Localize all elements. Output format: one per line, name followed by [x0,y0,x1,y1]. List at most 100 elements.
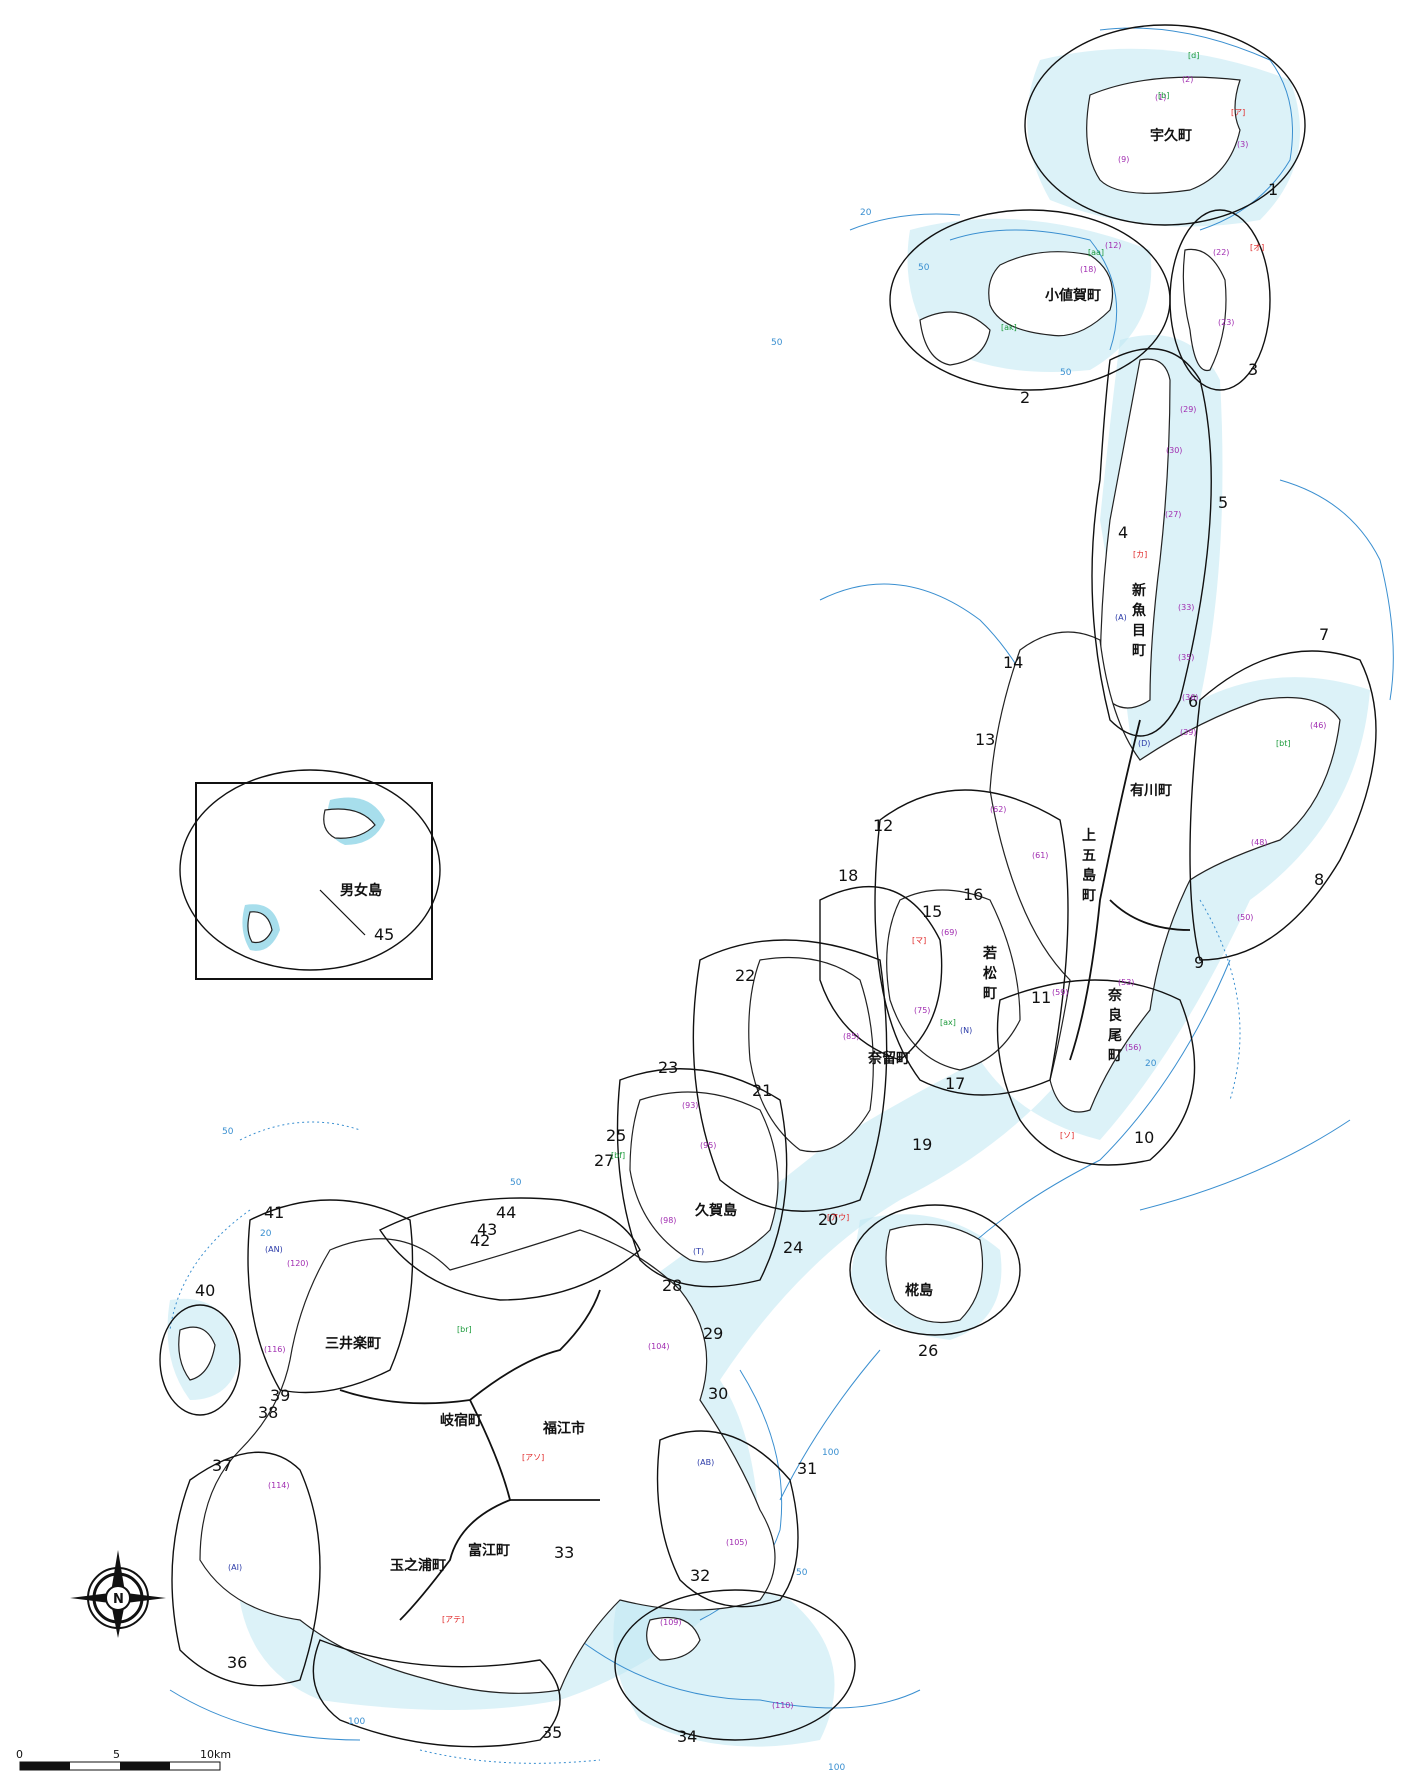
town-wakamatsu-2: 町 [983,986,997,1002]
svg-text:50: 50 [510,1178,522,1188]
svg-text:(75): (75) [914,1006,930,1015]
svg-text:(30): (30) [1166,446,1182,455]
svg-text:(59): (59) [1052,988,1068,997]
svg-text:[br]: [br] [457,1325,472,1334]
svg-text:[ソ]: [ソ] [1060,1131,1074,1140]
svg-text:100: 100 [348,1717,365,1727]
town-kamigoto-2: 島 [1082,867,1096,884]
svg-text:(35): (35) [1178,653,1194,662]
svg-text:(33): (33) [1178,603,1194,612]
land-masses [178,76,1341,1694]
svg-text:(23): (23) [1218,318,1234,327]
svg-text:50: 50 [796,1568,808,1578]
town-tamanoura: 玉之浦町 [390,1557,446,1574]
svg-text:100: 100 [822,1448,839,1458]
ojika-west [919,311,991,366]
svg-text:(110): (110) [772,1701,794,1710]
svg-text:(61): (61) [1032,851,1048,860]
zone-num: 19 [912,1135,932,1154]
zone-num: 32 [690,1566,710,1585]
town-danjo: 男女島 [340,882,382,899]
svg-text:N: N [113,1592,124,1607]
svg-text:(53): (53) [1118,978,1134,987]
zone-num: 5 [1218,493,1228,512]
shima-island [885,1223,984,1324]
town-shinkamigoto-2: 目 [1132,623,1146,639]
svg-text:(T): (T) [693,1247,704,1256]
svg-text:(2): (2) [1182,75,1193,84]
svg-text:(93): (93) [682,1101,698,1110]
svg-text:[アウ]: [アウ] [827,1213,849,1222]
zone-num: 18 [838,866,858,885]
svg-text:20: 20 [260,1229,272,1239]
town-shinkamigoto-1: 魚 [1132,602,1146,619]
zone-num: 13 [975,730,995,749]
svg-text:[aa]: [aa] [1088,248,1104,257]
svg-text:(98): (98) [660,1216,676,1225]
nakadori-main [989,631,1341,1113]
zone-num: 26 [918,1341,938,1360]
svg-text:10km: 10km [200,1748,231,1761]
west-islet [178,1326,216,1381]
municipal-boundaries [339,719,1191,1621]
svg-text:[bf]: [bf] [611,1151,625,1160]
zone-num: 40 [195,1281,215,1300]
zone-num: 3 [1248,360,1258,379]
svg-text:50: 50 [222,1127,234,1137]
svg-text:[マ]: [マ] [912,936,926,945]
kuga-island [629,1091,779,1263]
town-sanseiraku: 三井楽町 [325,1335,381,1352]
town-shinkamigoto-3: 町 [1132,643,1146,659]
zone-num: 30 [708,1384,728,1403]
svg-text:(AI): (AI) [228,1563,242,1572]
svg-text:[d]: [d] [1188,51,1199,60]
svg-text:[ア]: [ア] [1231,108,1245,117]
zone-num: 45 [374,925,394,944]
zone-num: 31 [797,1459,817,1478]
zone-num: 2 [1020,388,1030,407]
svg-text:[b]: [b] [1158,91,1169,100]
svg-text:[bt]: [bt] [1276,739,1290,748]
svg-text:(69): (69) [941,928,957,937]
town-fukue: 福江市 [542,1420,585,1437]
zone-num: 17 [945,1074,965,1093]
inset-frame [195,782,433,980]
zone-outlines [159,24,1377,1748]
svg-text:(29): (29) [1180,405,1196,414]
zone-num: 29 [703,1324,723,1343]
zone-num: 27 [594,1151,614,1170]
svg-text:(116): (116) [264,1345,286,1354]
zone-num: 23 [658,1058,678,1077]
zone-num: 28 [662,1276,682,1295]
zone-num: 41 [264,1203,284,1222]
svg-text:50: 50 [1060,368,1072,378]
town-kuga: 久賀島 [694,1202,737,1219]
svg-text:(56): (56) [1125,1043,1141,1052]
svg-text:(39): (39) [1180,728,1196,737]
svg-text:(50): (50) [1237,913,1253,922]
zone-num: 15 [922,902,942,921]
zone-num: 37 [212,1456,232,1475]
scale-bar: 0 5 10km [16,1748,231,1771]
zone-num: 20 [818,1210,838,1229]
svg-text:50: 50 [771,338,783,348]
svg-text:(46): (46) [1310,721,1326,730]
zone-num: 25 [606,1126,626,1145]
zone-num: 39 [270,1386,290,1405]
svg-text:(36): (36) [1182,693,1198,702]
svg-text:[ak]: [ak] [1001,323,1017,332]
svg-text:(114): (114) [268,1481,290,1490]
svg-text:(48): (48) [1251,838,1267,847]
town-labels: 宇久町 小値賀町 有川町 奈留町 久賀島 三井楽町 岐宿町 福江市 玉之浦町 富… [325,127,1192,1574]
svg-text:0: 0 [16,1748,23,1761]
svg-text:(27): (27) [1165,510,1181,519]
svg-text:20: 20 [1145,1059,1157,1069]
svg-text:(104): (104) [648,1342,670,1351]
svg-text:(22): (22) [1213,248,1229,257]
town-shinkamigoto-0: 新 [1132,582,1146,599]
svg-text:(85): (85) [843,1032,859,1041]
svg-text:(62): (62) [990,805,1006,814]
svg-text:(12): (12) [1105,241,1121,250]
svg-text:(120): (120) [287,1259,309,1268]
